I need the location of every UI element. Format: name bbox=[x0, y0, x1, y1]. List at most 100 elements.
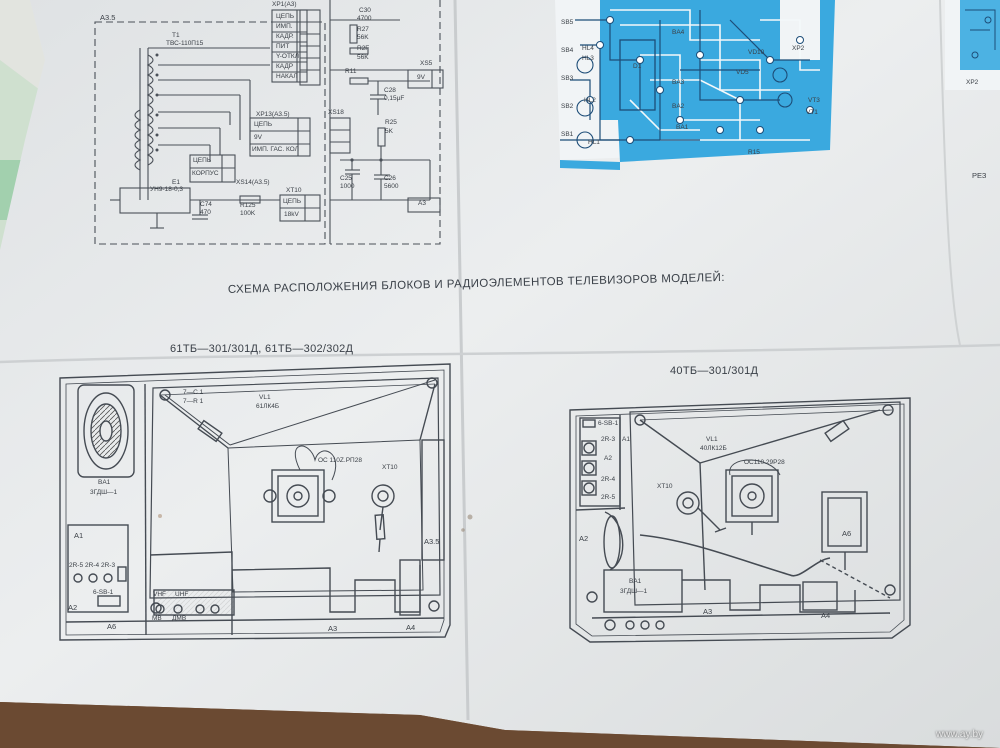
xp1-pin-3: ПИТ bbox=[276, 43, 290, 50]
xp1-label: XP1(A3) bbox=[272, 1, 297, 8]
transformer-label: T1 bbox=[172, 32, 180, 39]
left-tv-diagram bbox=[59, 363, 451, 641]
xp13-pin-2: ИМП. ГАС. КОЛ bbox=[252, 146, 299, 153]
pcb-label-sb2: SB2 bbox=[561, 103, 574, 110]
right-r5: 2R-5 bbox=[601, 494, 616, 501]
pcb-label-hl1: HL1 bbox=[588, 139, 600, 146]
left-a4: A4 bbox=[406, 623, 416, 632]
right-os: ОС110.29Р28 bbox=[744, 459, 785, 466]
left-xt10: XT10 bbox=[382, 464, 398, 471]
unr-label: УН9-18-0,3 bbox=[150, 186, 184, 193]
right-a2: A2 bbox=[604, 455, 612, 462]
pcb-label-r15: R15 bbox=[748, 149, 760, 156]
right-a2-speaker: A2 bbox=[579, 534, 589, 543]
pcb-label-sb4: SB4 bbox=[561, 47, 574, 54]
r27-label: R27 bbox=[357, 26, 369, 33]
pcb-label-ba3: BA3 bbox=[672, 79, 685, 86]
left-sb: 6-SB-1 bbox=[93, 589, 114, 596]
r125-value: 100K bbox=[240, 210, 256, 217]
c30-value: 4700 bbox=[357, 15, 372, 22]
xp13-pin-0: ЦЕПЬ bbox=[254, 121, 273, 128]
left-a35: A3.5 bbox=[424, 537, 440, 546]
right-tube: 40ЛК12Б bbox=[700, 445, 727, 452]
e1-label: E1 bbox=[172, 179, 180, 186]
left-r1: 7—R 1 bbox=[183, 398, 204, 405]
right-sb: 6-SB-1 bbox=[598, 420, 619, 427]
c26-value: 5600 bbox=[384, 183, 399, 190]
schematic-a3-label: A3 bbox=[418, 200, 426, 207]
left-dmv: ДМВ bbox=[172, 615, 187, 622]
xp13-pin-1: 9V bbox=[254, 134, 262, 141]
right-tv-diagram bbox=[569, 397, 911, 643]
pcb-drawing bbox=[555, 0, 835, 170]
r2f-value: 56K bbox=[357, 54, 369, 61]
left-model-caption: 61ТБ—301/301Д, 61ТБ—302/302Д bbox=[170, 343, 354, 355]
right-a4: A4 bbox=[821, 611, 831, 620]
r125-label: R125 bbox=[240, 202, 256, 209]
xp1-pin-1: ИМП. bbox=[276, 23, 293, 30]
xt10-schematic-label: XT10 bbox=[286, 187, 302, 194]
watermark: www.ay.by bbox=[936, 729, 984, 740]
schematic-connector-markers bbox=[155, 53, 383, 162]
xt10-pin-0: ЦЕПЬ bbox=[283, 198, 302, 205]
schematic-a35-label: A3.5 bbox=[100, 13, 116, 22]
c28-value: 0,15µF bbox=[384, 95, 405, 102]
pcb-label-ba1: BA1 bbox=[676, 124, 689, 131]
r27-value: 56K bbox=[357, 34, 369, 41]
e1-pin-0: ЦЕПЬ bbox=[193, 157, 212, 164]
right-a3: A3 bbox=[703, 607, 713, 616]
xp1-pin-4: Y-ОТКЛ bbox=[276, 53, 299, 60]
xs18-label: XS18 bbox=[328, 109, 344, 116]
pcb-label-sb5: SB5 bbox=[561, 19, 574, 26]
xs5-label: XS5 bbox=[420, 60, 433, 67]
r25-label: R25 bbox=[385, 119, 397, 126]
r25-value: 5K bbox=[385, 128, 393, 135]
right-speaker: 3ГДШ—1 bbox=[620, 588, 648, 595]
left-vhf: VHF bbox=[153, 591, 166, 598]
pcb-label-d1: D1 bbox=[633, 63, 642, 70]
right-r4: 2R-4 bbox=[601, 476, 616, 483]
left-r3: 2R-3 bbox=[101, 562, 116, 569]
left-ba1: BA1 bbox=[98, 479, 111, 486]
right-model-caption: 40ТБ—301/301Д bbox=[670, 365, 759, 377]
pcb-label-xp2-right: XP2 bbox=[966, 79, 979, 86]
circuit-schematic bbox=[94, 0, 444, 245]
left-a1: A1 bbox=[74, 531, 84, 540]
left-mv: MB bbox=[152, 615, 162, 622]
pcb-label-ba2: BA2 bbox=[672, 103, 685, 110]
pcb-label-hl4: HL4 bbox=[582, 45, 594, 52]
c74-value: 470 bbox=[200, 209, 211, 216]
corner-text: РЕЗ bbox=[972, 171, 987, 180]
right-ba1: BA1 bbox=[629, 578, 642, 585]
left-os: ОС 110Z.РП28 bbox=[318, 457, 362, 464]
c30-label: C30 bbox=[359, 7, 371, 14]
xp13-label: XP13(A3.5) bbox=[256, 111, 290, 118]
transformer-type: ТВС-110П15 bbox=[166, 40, 204, 47]
c74-label: C74 bbox=[200, 201, 212, 208]
left-tube: 61ЛК4Б bbox=[256, 403, 280, 410]
xp1-pin-6: НАКАЛ bbox=[276, 73, 298, 80]
c25-label: C25 bbox=[340, 175, 352, 182]
right-a6: A6 bbox=[842, 529, 852, 538]
right-vl1: VL1 bbox=[706, 436, 718, 443]
left-a6: A6 bbox=[107, 622, 117, 631]
pcb-label-sb1: SB1 bbox=[561, 131, 574, 138]
pcb-label-vt3: VT3 bbox=[808, 97, 820, 104]
pcb-label-vd10: VD10 bbox=[748, 49, 765, 56]
right-xt10: XT10 bbox=[657, 483, 673, 490]
left-speaker: 3ГДШ—1 bbox=[90, 489, 118, 496]
left-a2: A2 bbox=[68, 603, 78, 612]
c28-label: C28 bbox=[384, 87, 396, 94]
pcb-label-sb3: SB3 bbox=[561, 75, 574, 82]
left-tv-hatch bbox=[154, 590, 234, 615]
right-a1: A1 bbox=[622, 436, 630, 443]
left-uhf: UHF bbox=[175, 591, 189, 598]
c25-value: 1000 bbox=[340, 183, 355, 190]
left-r4: 2R-4 bbox=[85, 562, 100, 569]
r2f-label: R2F bbox=[357, 45, 370, 52]
c26-label: C26 bbox=[384, 175, 396, 182]
pcb-label-vt1: VT1 bbox=[806, 109, 818, 116]
xs14-label: XS14(A3.5) bbox=[236, 179, 270, 186]
